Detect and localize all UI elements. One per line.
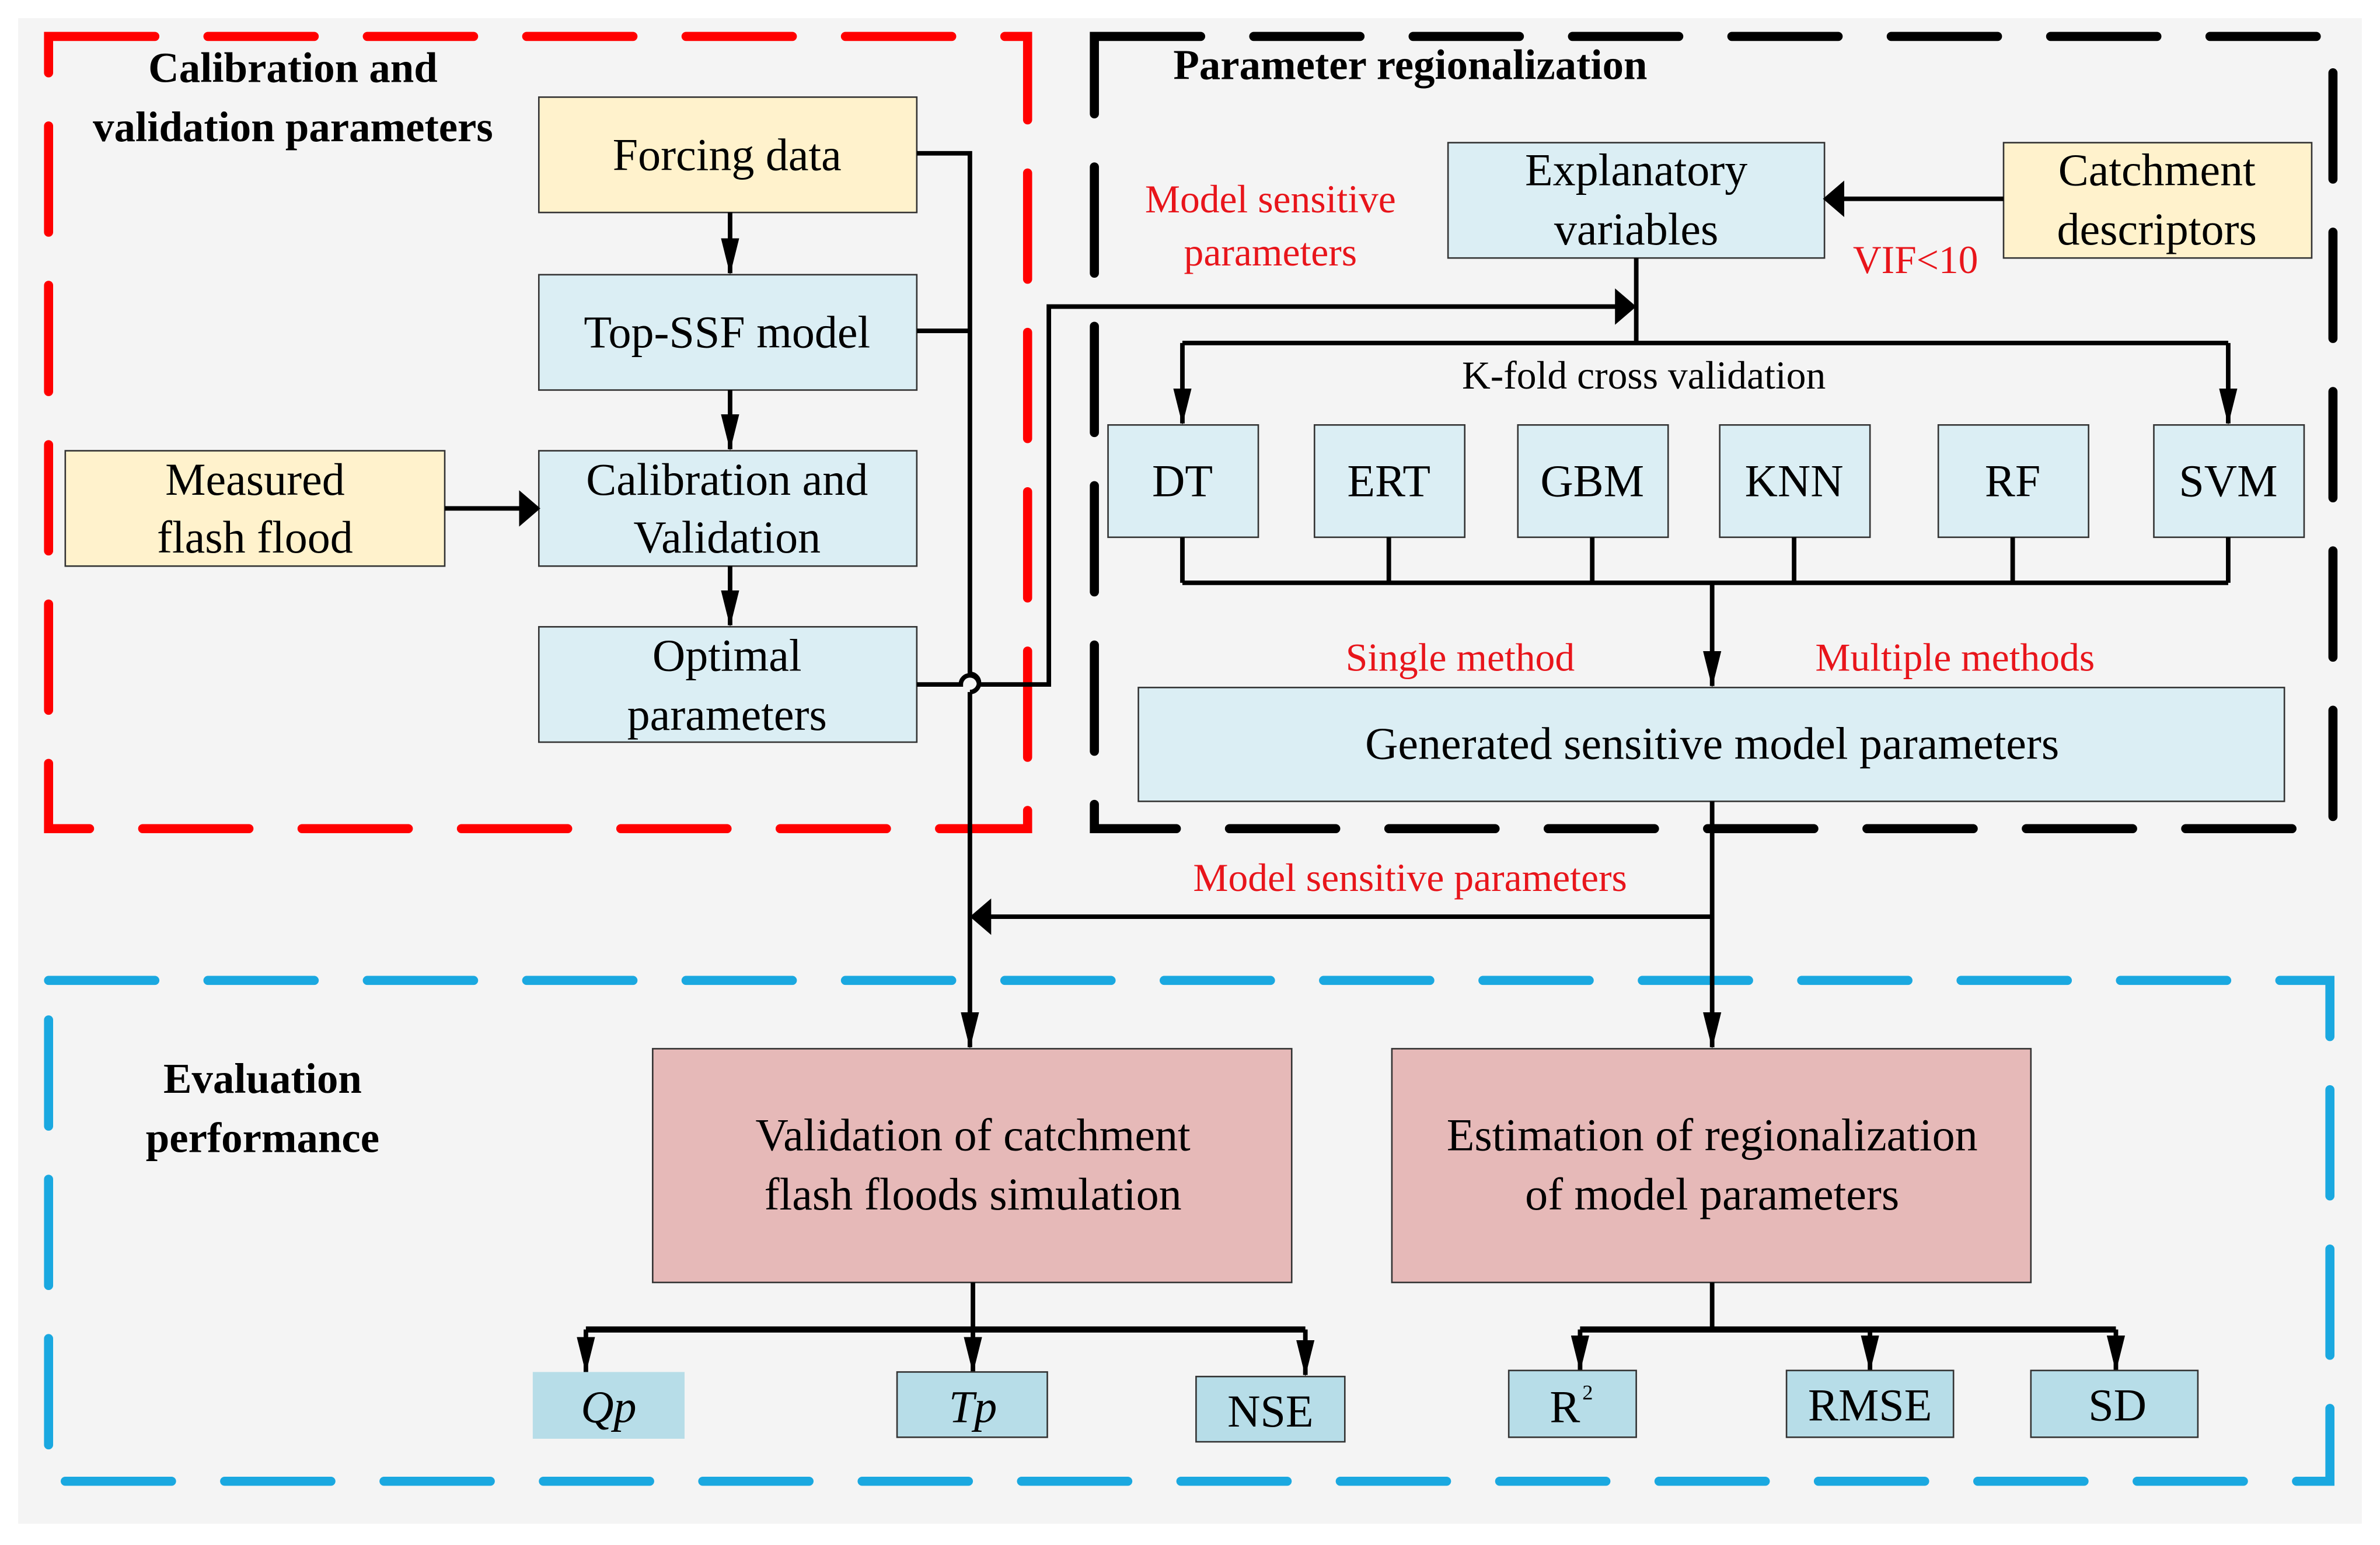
svg-text:2: 2 (1582, 1380, 1593, 1404)
explanatory-variables-box: Explanatory variables (1447, 142, 1826, 259)
vif-label: VIF<10 (1853, 238, 1978, 282)
svg-text:Explanatory: Explanatory (1525, 144, 1747, 195)
svg-text:of model parameters: of model parameters (1525, 1169, 1899, 1219)
optimal-parameters-box: Optimal parameters (538, 625, 918, 743)
model-sensitive-label: Model sensitive (1145, 177, 1396, 221)
metric-nse-box: NSE (1195, 1375, 1346, 1443)
method-box-dt: DT (1107, 424, 1259, 583)
metric-qp-box: Qp (532, 1372, 685, 1439)
evaluation-section-title-2: performance (146, 1114, 379, 1161)
svg-text:Measured: Measured (165, 454, 345, 505)
svg-text:NSE: NSE (1227, 1386, 1313, 1436)
svg-text:RF: RF (1985, 456, 2040, 506)
model-sensitive-label-2: parameters (1184, 230, 1357, 274)
generated-parameters-box: Generated sensitive model parameters (1137, 687, 2285, 802)
catchment-descriptors-box: Catchment descriptors (2002, 142, 2313, 259)
svg-text:SVM: SVM (2179, 456, 2277, 506)
topssf-model-box: Top-SSF model (538, 274, 918, 391)
forcing-data-box: Forcing data (538, 96, 918, 214)
svg-text:SD: SD (2088, 1380, 2147, 1431)
svg-text:ERT: ERT (1347, 456, 1430, 506)
calibration-validation-box: Calibration and Validation (538, 450, 918, 567)
svg-text:Validation of catchment: Validation of catchment (756, 1110, 1191, 1161)
calibration-section-title: Calibration and (148, 44, 438, 91)
svg-text:RMSE: RMSE (1808, 1380, 1932, 1431)
evaluation-section-frame (44, 976, 2334, 1486)
kfold-label: K-fold cross validation (1462, 354, 1826, 397)
svg-text:Generated sensitive model par: Generated sensitive model parameters (1365, 718, 2059, 769)
svg-text:KNN: KNN (1745, 456, 1844, 506)
svg-text:Calibration and: Calibration and (586, 454, 868, 505)
connector-forcing-trunk (916, 151, 972, 674)
svg-text:Top-SSF model: Top-SSF model (584, 307, 870, 358)
method-box-svm: SVM (2153, 424, 2305, 583)
svg-text:parameters: parameters (627, 689, 827, 740)
single-method-label: Single method (1346, 636, 1575, 680)
evaluation-section-title: Evaluation (163, 1055, 362, 1102)
method-box-ert: ERT (1313, 424, 1466, 583)
svg-text:GBM: GBM (1540, 456, 1644, 506)
model-sensitive-parameters-label: Model sensitive parameters (1193, 856, 1627, 900)
svg-text:R: R (1550, 1381, 1580, 1432)
metric-sd-box: SD (2030, 1369, 2199, 1438)
calibration-section-frame (44, 32, 1032, 834)
method-box-gbm: GBM (1517, 424, 1669, 583)
svg-text:Estimation of regionalization: Estimation of regionalization (1447, 1110, 1978, 1161)
method-box-knn: KNN (1719, 424, 1871, 583)
calibration-section-title-2: validation parameters (93, 103, 493, 151)
measured-flash-flood-box: Measured flash flood (64, 450, 446, 567)
estimation-regionalization-box: Estimation of regionalization of model p… (1391, 1048, 2032, 1284)
metric-rmse-box: RMSE (1785, 1369, 1955, 1438)
connector-optimal-to-regionalization (916, 288, 1636, 687)
multiple-methods-label: Multiple methods (1815, 636, 2095, 680)
method-boxes: DT ERT GBM KNN RF SVM (1107, 424, 2305, 583)
svg-text:Forcing data: Forcing data (613, 129, 842, 180)
metric-r2-box: R 2 (1507, 1369, 1637, 1438)
svg-text:DT: DT (1152, 456, 1213, 506)
validation-simulation-box: Validation of catchment flash floods sim… (652, 1048, 1293, 1284)
svg-text:Tp: Tp (949, 1381, 997, 1432)
svg-text:Validation: Validation (633, 512, 821, 562)
svg-text:flash floods simulation: flash floods simulation (765, 1169, 1182, 1219)
metric-tp-box: Tp (896, 1371, 1048, 1438)
svg-text:flash flood: flash flood (157, 512, 353, 562)
svg-text:descriptors: descriptors (2057, 204, 2257, 254)
method-box-rf: RF (1937, 424, 2089, 583)
svg-text:Optimal: Optimal (652, 630, 802, 681)
regionalization-section-title: Parameter regionalization (1173, 41, 1647, 88)
svg-text:Qp: Qp (581, 1381, 636, 1432)
svg-text:Catchment: Catchment (2058, 144, 2256, 195)
svg-text:variables: variables (1554, 204, 1719, 254)
